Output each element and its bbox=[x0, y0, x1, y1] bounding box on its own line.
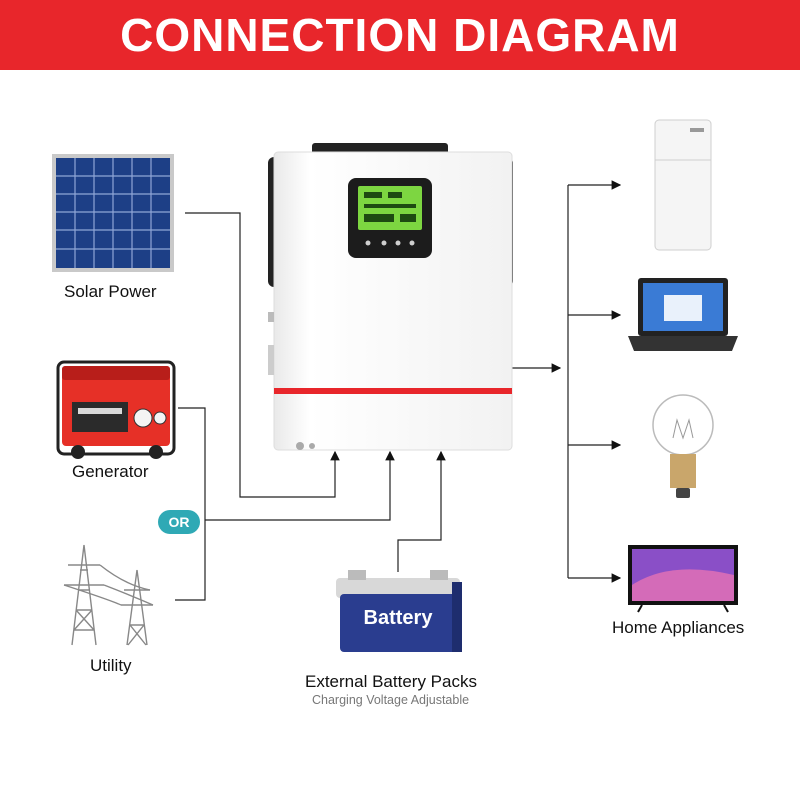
inverter-icon bbox=[268, 143, 513, 451]
tv-icon bbox=[628, 545, 738, 613]
solar-wire bbox=[185, 212, 340, 498]
solar-power-label: Solar Power bbox=[64, 282, 157, 301]
battery-packs-label: External Battery Packs bbox=[305, 672, 477, 691]
header-banner: CONNECTION DIAGRAM bbox=[0, 0, 800, 70]
grid-wire bbox=[205, 450, 395, 521]
fridge-icon bbox=[654, 119, 712, 251]
battery-icon bbox=[336, 570, 462, 652]
page-title: CONNECTION DIAGRAM bbox=[120, 9, 680, 61]
generator-icon bbox=[56, 360, 176, 459]
or-badge: OR bbox=[158, 510, 200, 534]
utility-label: Utility bbox=[90, 656, 132, 675]
generator-label: Generator bbox=[72, 462, 149, 481]
battery-wire bbox=[397, 450, 446, 572]
laptop-icon bbox=[628, 278, 738, 351]
solar-panel-icon bbox=[52, 154, 174, 272]
battery-subtitle: Charging Voltage Adjustable bbox=[312, 693, 470, 707]
light-bulb-icon bbox=[652, 394, 714, 498]
generator-wire bbox=[175, 407, 206, 601]
battery-label: Battery bbox=[364, 607, 434, 629]
home-appliances-label: Home Appliances bbox=[612, 618, 745, 637]
utility-tower-icon bbox=[63, 544, 154, 646]
wires bbox=[175, 180, 622, 601]
